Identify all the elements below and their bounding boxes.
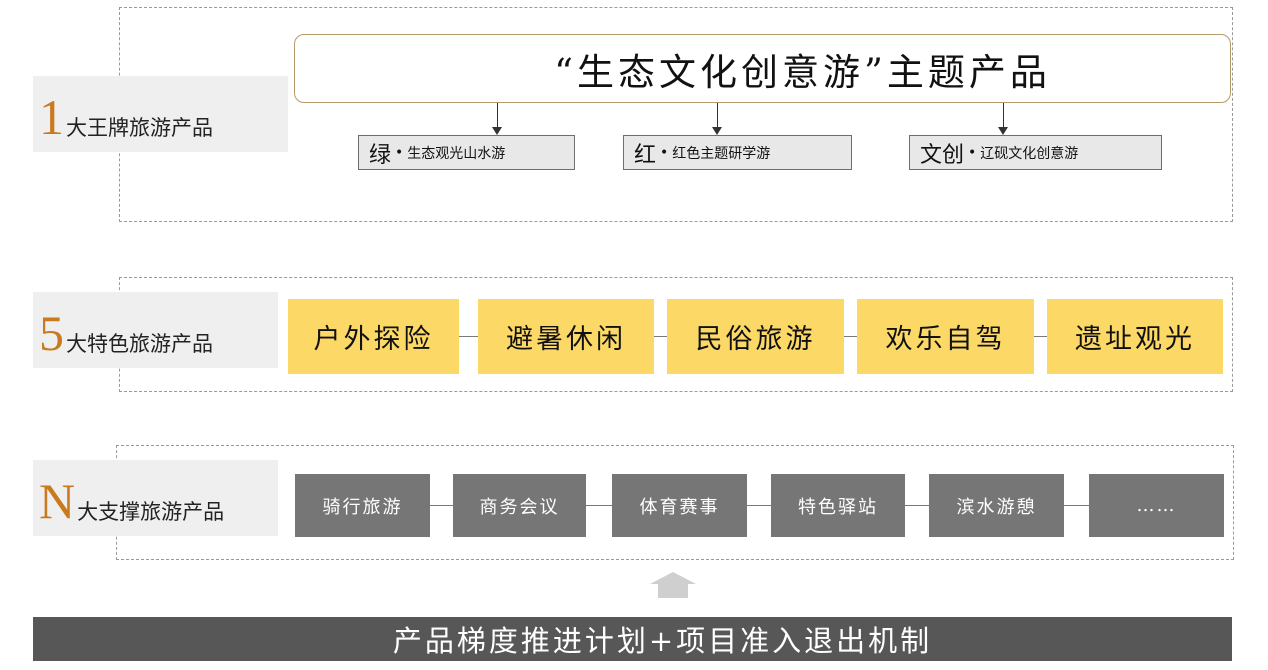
tier3-number: N (39, 473, 76, 529)
arrow-head-red (712, 127, 722, 135)
feature-item-label: 遗址观光 (1075, 324, 1195, 355)
feature-item-label: 欢乐自驾 (885, 324, 1006, 355)
support-item-waterfront: 滨水游憩 (929, 474, 1064, 537)
support-item-label: 特色驿站 (798, 496, 878, 518)
arrow-head-wenchuang (998, 127, 1008, 135)
support-item-sports: 体育赛事 (612, 474, 747, 537)
arrow-to-green (497, 103, 498, 129)
subproduct-green: 绿 • 生态观光山水游 (358, 135, 575, 170)
feature-item-ruins: 遗址观光 (1047, 299, 1223, 374)
subproduct-green-title: 绿 (369, 142, 392, 168)
tier3-connector (430, 505, 1090, 506)
subproduct-wenchuang-title: 文创 (920, 142, 965, 168)
subproduct-wenchuang-desc: 辽砚文化创意游 (980, 145, 1079, 162)
subproduct-red-title: 红 (634, 142, 657, 168)
support-item-cycling: 骑行旅游 (295, 474, 430, 537)
feature-item-label: 避暑休闲 (506, 324, 626, 355)
support-item-more: …… (1089, 474, 1224, 537)
mechanism-bar-text: 产品梯度推进计划+项目准入退出机制 (392, 624, 933, 658)
mechanism-bar: 产品梯度推进计划+项目准入退出机制 (33, 617, 1232, 661)
tier3-label: N 大支撑旅游产品 (33, 460, 278, 536)
tier3-label-text: 大支撑旅游产品 (77, 500, 225, 524)
feature-item-outdoor: 户外探险 (288, 299, 459, 374)
support-item-label: 商务会议 (479, 496, 560, 518)
subproduct-wenchuang-dot: • (968, 144, 977, 161)
feature-item-folk: 民俗旅游 (667, 299, 844, 374)
tier1-number: 1 (39, 89, 64, 145)
support-item-label: 体育赛事 (639, 496, 720, 518)
subproduct-red: 红 • 红色主题研学游 (623, 135, 852, 170)
subproduct-green-dot: • (395, 144, 404, 161)
support-item-label: …… (1136, 495, 1177, 516)
support-item-label: 骑行旅游 (322, 496, 403, 518)
theme-product-title: “生态文化创意游”主题产品 (554, 50, 1051, 94)
subproduct-green-desc: 生态观光山水游 (407, 145, 506, 162)
tier1-label: 1 大王牌旅游产品 (33, 76, 288, 152)
feature-item-label: 民俗旅游 (695, 324, 816, 355)
support-item-station: 特色驿站 (771, 474, 905, 537)
tier1-label-text: 大王牌旅游产品 (66, 116, 213, 140)
up-arrow-icon (650, 572, 696, 598)
tier2-label-text: 大特色旅游产品 (66, 332, 213, 356)
subproduct-red-desc: 红色主题研学游 (672, 145, 771, 162)
feature-item-selfdrive: 欢乐自驾 (857, 299, 1034, 374)
feature-item-label: 户外探险 (313, 324, 434, 355)
subproduct-wenchuang: 文创 • 辽砚文化创意游 (909, 135, 1162, 170)
tier2-number: 5 (39, 305, 64, 361)
support-item-label: 滨水游憩 (956, 496, 1037, 518)
tier2-label: 5 大特色旅游产品 (33, 292, 278, 368)
subproduct-red-dot: • (660, 144, 669, 161)
arrow-to-wenchuang (1003, 103, 1004, 129)
support-item-business: 商务会议 (453, 474, 586, 537)
arrow-to-red (717, 103, 718, 129)
feature-item-summer: 避暑休闲 (478, 299, 654, 374)
theme-product-box: “生态文化创意游”主题产品 (294, 34, 1231, 103)
arrow-head-green (492, 127, 502, 135)
